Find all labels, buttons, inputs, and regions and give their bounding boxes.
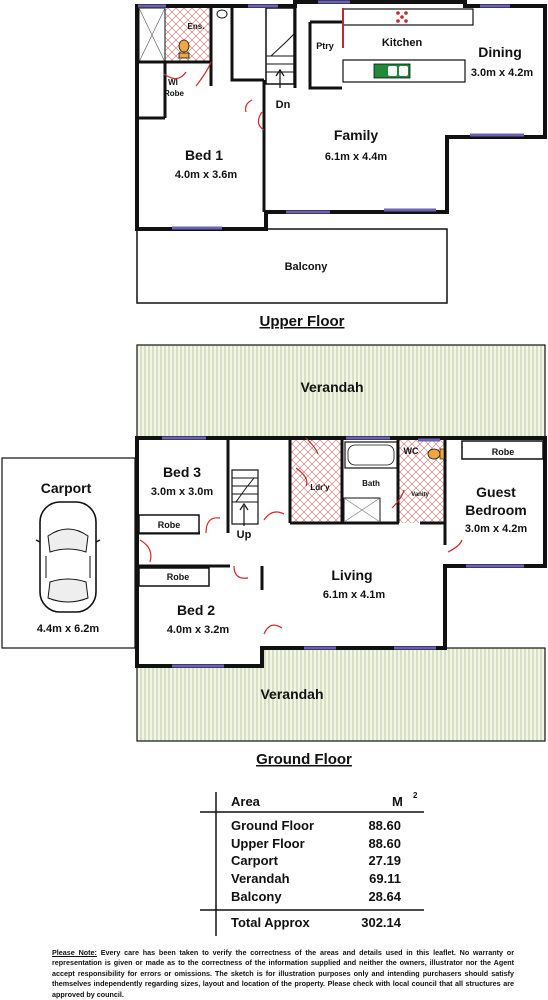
area-total-label: Total Approx [231, 915, 310, 930]
area-row-label: Verandah [231, 871, 290, 886]
area-table-lines [200, 792, 424, 936]
area-row-value: 69.11 [369, 871, 401, 886]
guest-robe [461, 440, 544, 460]
area-row-label: Ground Floor [231, 818, 315, 833]
dining-name-label: Dining [478, 44, 522, 60]
area-total-row: Total Approx 302.14 [231, 915, 431, 933]
bed3-size-label: 3.0m x 3.0m [151, 486, 214, 498]
windows-upper [138, 0, 524, 230]
bed1-size-label: 4.0m x 3.6m [175, 169, 238, 181]
verandah-bottom-label: Verandah [260, 686, 323, 702]
stairs-down-label: Dn [276, 99, 291, 111]
bed3-name-label: Bed 3 [163, 464, 201, 480]
disclaimer-heading: Please Note: [52, 948, 97, 957]
area-row-value: 88.60 [368, 836, 401, 851]
area-row-value: 28.64 [368, 889, 401, 904]
area-row-value: 27.19 [368, 853, 401, 868]
guest-size-label: 3.0m x 4.2m [465, 523, 528, 535]
balcony-area [136, 228, 448, 304]
area-row-label: Balcony [231, 889, 282, 904]
sink-icon [373, 63, 411, 79]
car-icon [35, 501, 101, 613]
carport-name-label: Carport [41, 480, 92, 496]
bathtub-icon [344, 441, 398, 469]
guest-name-label-2: Bedroom [465, 502, 526, 518]
bed2-robe-label: Robe [167, 572, 190, 582]
family-size-label: 6.1m x 4.4m [325, 151, 388, 163]
dining-size-label: 3.0m x 4.2m [471, 67, 534, 79]
area-header-unit-sup: 2 [413, 791, 418, 800]
disclaimer-text: Every care has been taken to verify the … [52, 948, 514, 999]
upper-floor-title: Upper Floor [260, 313, 345, 330]
bed2-name-label: Bed 2 [177, 602, 215, 618]
wc-label: WC [404, 446, 419, 456]
area-row: Carport 27.19 [231, 853, 431, 871]
disclaimer-note: Please Note: Every care has been taken t… [52, 948, 514, 1000]
area-row: Verandah 69.11 [231, 871, 431, 889]
carport-size-label: 4.4m x 6.2m [37, 623, 100, 635]
windows-ground [162, 436, 524, 668]
stairs-up-label: Up [237, 529, 252, 541]
guest-name-label-1: Guest [476, 484, 516, 500]
area-row-label: Carport [231, 853, 278, 868]
vanity-label: Vanity [411, 492, 429, 498]
ensuite-label: Ens. [188, 22, 205, 31]
area-row-value: 88.60 [368, 818, 401, 833]
verandah-top-label: Verandah [300, 379, 363, 395]
bed3-robe-label: Robe [158, 520, 181, 530]
wi-robe-label-1: WI [168, 78, 178, 87]
stairs-up [231, 469, 259, 526]
bed2-robe [138, 567, 210, 587]
wc-toilet-icon [427, 448, 445, 460]
wi-robe-label-2: Robe [164, 89, 185, 98]
bed3-robe [138, 514, 200, 534]
balcony-label: Balcony [285, 261, 329, 273]
family-name-label: Family [334, 127, 379, 143]
upper-floor-plan [135, 0, 547, 304]
area-row-label: Upper Floor [231, 836, 305, 851]
area-row: Balcony 28.64 [231, 889, 431, 907]
area-total-value: 302.14 [361, 915, 401, 930]
toilet-icon [178, 39, 190, 59]
area-header-unit: M [392, 794, 403, 809]
bath-label: Bath [362, 479, 380, 488]
area-row: Upper Floor 88.60 [231, 836, 431, 854]
guest-robe-label: Robe [492, 447, 515, 457]
kitchen-label: Kitchen [382, 37, 423, 49]
living-size-label: 6.1m x 4.1m [323, 589, 386, 601]
laundry-tiles [291, 440, 341, 523]
living-name-label: Living [331, 567, 372, 583]
kitchen-bench-top [342, 8, 474, 26]
verandah-top-area [136, 344, 546, 439]
ground-floor-plan [1, 344, 547, 742]
area-row: Ground Floor 88.60 [231, 818, 431, 836]
pantry-label: Ptry [316, 41, 334, 51]
area-header-label: Area [231, 794, 261, 809]
ground-floor-title: Ground Floor [256, 751, 352, 768]
bed1-name-label: Bed 1 [185, 147, 223, 163]
cooktop-icon [396, 11, 408, 23]
stairs-down [265, 7, 295, 88]
bed2-size-label: 4.0m x 3.2m [167, 624, 230, 636]
laundry-label: Ldr'y [310, 483, 330, 492]
